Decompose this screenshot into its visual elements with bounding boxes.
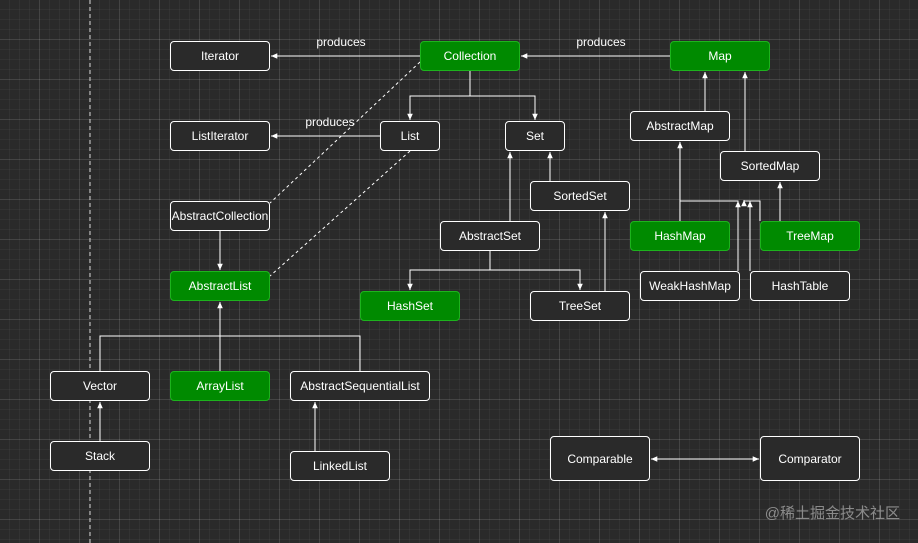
node-set: Set [505,121,565,151]
node-map: Map [670,41,770,71]
node-abstractcollection: AbstractCollection [170,201,270,231]
edge-collection-to-list [407,71,471,120]
edge-label-collection-iterator: produces [316,35,366,49]
node-listiterator: ListIterator [170,121,270,151]
edge-label-list-listiterator: produces [305,115,355,129]
node-arraylist: ArrayList [170,371,270,401]
edge-abstractset-to-hashset [407,251,491,290]
node-comparator: Comparator [760,436,860,481]
node-hashmap: HashMap [630,221,730,251]
node-linkedlist: LinkedList [290,451,390,481]
node-abstractmap: AbstractMap [630,111,730,141]
node-vector: Vector [50,371,150,401]
node-treeset: TreeSet [530,291,630,321]
node-weakhashmap: WeakHashMap [640,271,740,301]
watermark: @稀土掘金技术社区 [764,505,900,522]
edge-abstractset-to-treeset [490,269,583,290]
node-abstractset: AbstractSet [440,221,540,251]
node-comparable: Comparable [550,436,650,481]
node-list: List [380,121,440,151]
node-stack: Stack [50,441,150,471]
node-sortedset: SortedSet [530,181,630,211]
node-abstractlist: AbstractList [170,271,270,301]
edge-treemap-to-hashmap [741,200,761,221]
edge-vector-branch [99,335,361,371]
edge-collection-dashed-abstractcollection [269,61,421,204]
node-sortedmap: SortedMap [720,151,820,181]
node-abstractsequentiallist: AbstractSequentialList [290,371,430,401]
node-iterator: Iterator [170,41,270,71]
edge-label-map-collection: produces [576,35,626,49]
node-collection: Collection [420,41,520,71]
node-treemap: TreeMap [760,221,860,251]
edge-list-dashed-abstractlist [269,150,411,277]
node-hashtable: HashTable [750,271,850,301]
edge-collection-to-set [470,95,538,120]
node-hashset: HashSet [360,291,460,321]
